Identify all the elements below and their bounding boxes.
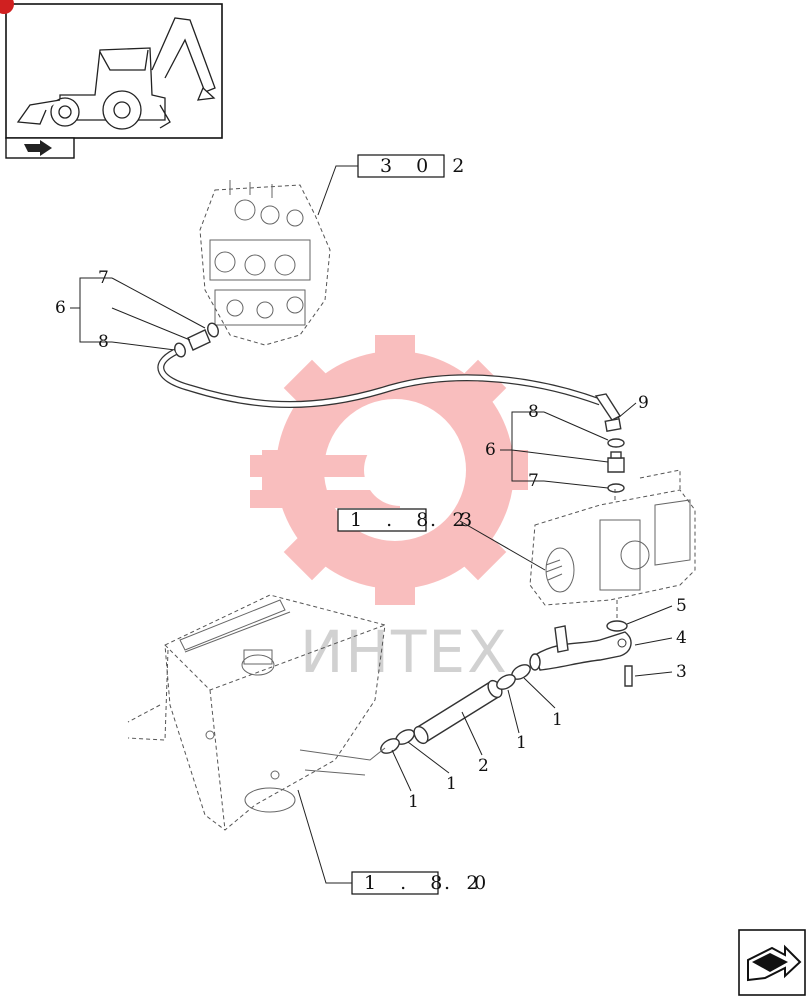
return-arrow-icon[interactable]	[24, 140, 52, 156]
watermark-text: ИНТЕХ	[300, 618, 509, 686]
tank-reference-label: 1 . 8 2	[364, 872, 487, 894]
suction-elbow-part	[529, 620, 633, 687]
upper-fitting-group	[174, 322, 219, 358]
suction-pipe-part	[413, 679, 503, 745]
hydraulic-pump-part	[529, 469, 696, 620]
callout-1-b: 1	[516, 733, 527, 753]
pump-reference-box[interactable]: 1 . 8 2 . 3	[337, 508, 546, 571]
corner-badge-icon	[0, 0, 14, 14]
callout-5: 5	[676, 596, 687, 616]
tank-reference-box[interactable]: 1 . 8 2 . 0	[297, 789, 495, 895]
callout-1-c: 1	[446, 774, 457, 794]
callout-9: 9	[638, 393, 649, 413]
callout-2: 2	[478, 756, 489, 776]
tank-reference-suffix: . 0	[444, 872, 495, 894]
callout-6-top: 6	[55, 298, 66, 318]
hydraulic-tank-part	[127, 594, 386, 831]
thumbnail-panel[interactable]	[0, 0, 223, 159]
next-page-arrow-icon[interactable]	[738, 929, 806, 996]
callout-3: 3	[676, 662, 687, 682]
callout-6-bottom: 6	[485, 440, 496, 460]
callout-4: 4	[676, 628, 687, 648]
control-valve-part	[199, 180, 331, 346]
callout-1-a: 1	[552, 710, 563, 730]
callout-1-d: 1	[408, 792, 419, 812]
lower-fitting-group	[607, 438, 625, 493]
pump-reference-suffix: . 3	[430, 509, 481, 531]
pump-reference-label: 1 . 8 2	[350, 509, 473, 531]
backhoe-loader-icon	[16, 17, 216, 130]
valve-reference-box[interactable]: 3 0 2	[317, 154, 473, 216]
valve-reference-label: 3 0 2	[380, 155, 473, 177]
